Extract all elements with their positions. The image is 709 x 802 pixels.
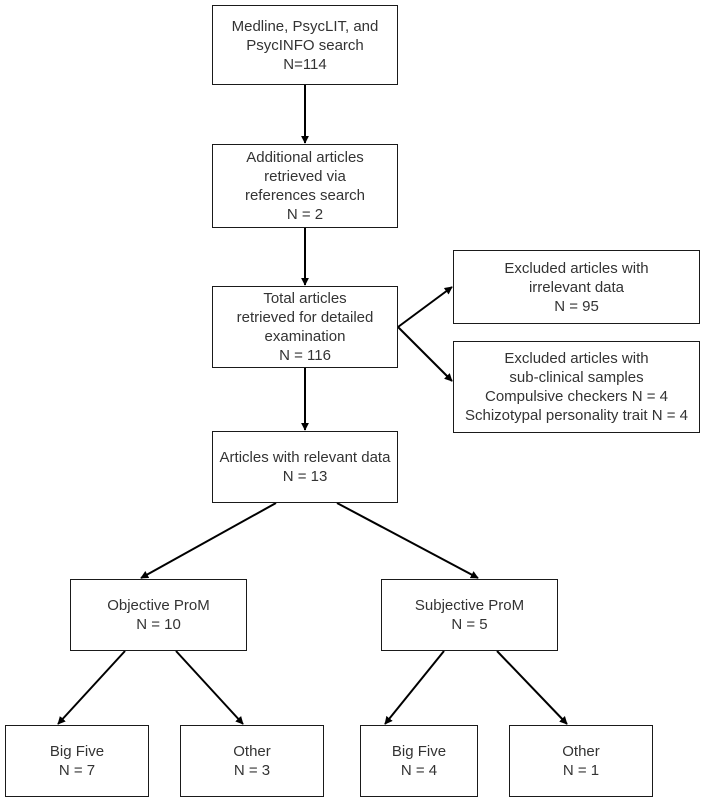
relevant-line-1: Articles with relevant data bbox=[219, 449, 391, 466]
objective-big-five-count: N = 7 bbox=[58, 762, 96, 779]
subjective-count: N = 5 bbox=[451, 616, 488, 633]
subjective-big-five-label: Big Five bbox=[391, 743, 447, 760]
subjective-big-five-count: N = 4 bbox=[400, 762, 438, 779]
objective-big-five-box: Big Five N = 7 bbox=[5, 725, 149, 797]
arrow-total-to-excl-subclinical bbox=[397, 326, 453, 382]
total-line-3: examination bbox=[264, 328, 346, 345]
objective-other-box: Other N = 3 bbox=[180, 725, 324, 797]
arrow-subjective-to-subj-other bbox=[496, 650, 568, 725]
subjective-other-label: Other bbox=[562, 743, 600, 760]
arrow-subjective-to-subj-bigfive bbox=[384, 650, 445, 725]
objective-prom-box: Objective ProM N = 10 bbox=[70, 579, 247, 651]
excluded-irrelevant-line-1: Excluded articles with bbox=[504, 259, 649, 277]
objective-other-label: Other bbox=[233, 743, 271, 760]
arrow-total-to-excl-irrelevant bbox=[397, 286, 453, 328]
schizotypal-trait-count: Schizotypal personality trait N = 4 bbox=[464, 407, 689, 424]
subjective-label: Subjective ProM bbox=[414, 597, 525, 614]
arrow-objective-to-obj-other bbox=[175, 650, 244, 725]
objective-other-count: N = 3 bbox=[233, 762, 271, 779]
objective-label: Objective ProM bbox=[107, 597, 210, 614]
excluded-subclinical-box: Excluded articles with sub-clinical samp… bbox=[453, 341, 700, 433]
additional-count: N = 2 bbox=[286, 206, 324, 223]
arrow-objective-to-obj-bigfive bbox=[57, 650, 126, 725]
search-line-2: PsycINFO search bbox=[246, 36, 364, 54]
total-line-1: Total articles bbox=[263, 290, 347, 307]
arrow-relevant-to-objective bbox=[140, 502, 277, 579]
relevant-count: N = 13 bbox=[282, 468, 328, 485]
total-count: N = 116 bbox=[279, 347, 331, 364]
arrow-relevant-to-subjective bbox=[336, 502, 479, 579]
objective-count: N = 10 bbox=[136, 616, 181, 633]
additional-line-1: Additional articles bbox=[246, 149, 364, 166]
subjective-big-five-box: Big Five N = 4 bbox=[360, 725, 478, 797]
excluded-irrelevant-line-2: irrelevant data bbox=[528, 278, 625, 296]
subjective-prom-box: Subjective ProM N = 5 bbox=[381, 579, 558, 651]
excluded-irrelevant-count: N = 95 bbox=[554, 297, 599, 315]
additional-line-3: references search bbox=[244, 187, 366, 204]
excluded-irrelevant-box: Excluded articles with irrelevant data N… bbox=[453, 250, 700, 324]
total-line-2: retrieved for detailed bbox=[236, 309, 374, 326]
compulsive-checkers-count: Compulsive checkers N = 4 bbox=[485, 388, 668, 405]
additional-articles-box: Additional articles retrieved via refere… bbox=[212, 144, 398, 228]
objective-big-five-label: Big Five bbox=[49, 743, 105, 760]
additional-line-2: retrieved via bbox=[264, 168, 346, 185]
search-box: Medline, PsycLIT, and PsycINFO search N=… bbox=[212, 5, 398, 85]
excluded-subclinical-line-2: sub-clinical samples bbox=[509, 369, 644, 386]
search-line-1: Medline, PsycLIT, and bbox=[231, 17, 379, 35]
total-articles-box: Total articles retrieved for detailed ex… bbox=[212, 286, 398, 368]
relevant-articles-box: Articles with relevant data N = 13 bbox=[212, 431, 398, 503]
excluded-subclinical-line-1: Excluded articles with bbox=[504, 350, 649, 367]
subjective-other-box: Other N = 1 bbox=[509, 725, 653, 797]
subjective-other-count: N = 1 bbox=[562, 762, 600, 779]
search-count: N=114 bbox=[283, 55, 327, 73]
